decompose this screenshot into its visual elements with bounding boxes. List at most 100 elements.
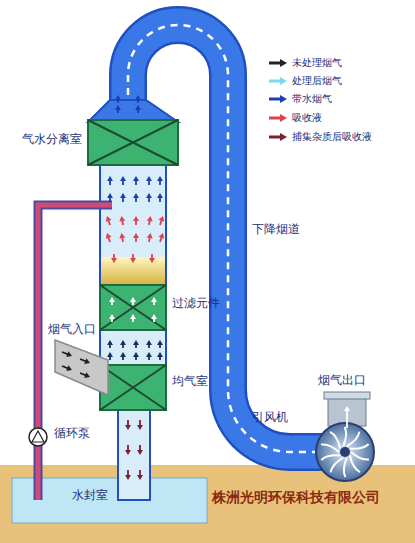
flow-arrow [346,409,348,428]
flow-arrows [62,95,350,480]
filter-element [100,285,166,330]
flow-arrowhead [130,297,136,302]
flow-arrowhead [120,193,126,198]
tower-top-cone [88,100,178,122]
flow-arrowhead [125,425,131,430]
flow-arrowhead [133,176,139,181]
tower-body [100,165,166,410]
flow-arrowhead [120,340,126,345]
flow-arrowhead [120,352,126,357]
flow-arrowhead [119,216,125,221]
flow-arrowhead [137,450,143,455]
flow-arrowhead [151,314,157,319]
flow-arrowhead [157,352,163,357]
flow-arrowhead [157,176,163,181]
flow-arrowhead [109,297,115,302]
fan-blade [351,452,369,460]
fan-blade [350,456,360,472]
flow-arrowhead [133,193,139,198]
flow-arrowhead [106,233,112,239]
flow-arrowhead [107,340,113,345]
separator-cross [88,120,178,165]
part-label: 循环泵 [54,426,90,440]
flow-arrowhead [119,233,125,238]
pump-symbol [32,431,44,442]
fan-blade [350,444,369,449]
fan-blades [321,427,369,477]
legend-arrow [268,58,288,68]
part-label: 水封室 [72,488,108,502]
fan-blade [344,458,347,477]
flow-arrowhead [133,340,139,345]
legend-text: 捕集杂质后吸收液 [292,130,372,144]
part-label: 引风机 [252,410,288,424]
legend-text: 带水烟气 [292,92,332,106]
circulation-pump [29,428,47,446]
flow-arrowhead [146,193,152,198]
flow-arrowhead [66,351,72,357]
flow-arrowhead [151,297,157,302]
legend-text: 处理后烟气 [292,74,342,88]
flue-gas-inlet-duct [55,340,108,395]
flow-arrowhead [107,193,113,198]
flow-arrowhead [130,314,136,319]
flow-arrowhead [125,450,131,455]
part-label: 气水分离室 [22,132,82,146]
flow-arrowhead [120,176,126,181]
flow-arrowhead [137,425,143,430]
flow-arrowhead [84,358,90,364]
flow-arrowhead [115,95,121,100]
flow-arrowhead [109,314,115,319]
part-label: 过滤元件 [172,296,220,310]
flow-arrowhead [130,258,136,263]
flow-arrowhead [135,105,141,110]
company-name: 株洲光明环保科技有限公司 [212,489,380,506]
flow-arrowhead [84,372,90,378]
legend-text: 吸收液 [292,111,322,125]
legend-arrow [268,132,288,142]
legend-arrow [268,76,288,86]
flow-arrowhead [133,233,139,238]
circulation-pipe [38,205,112,500]
flow-arrowhead [157,193,163,198]
flow-arrowhead [107,352,113,357]
part-label: 均气室 [172,374,208,388]
flow-arrowhead [115,105,121,110]
legend-entry: 吸收液 [268,111,322,125]
circulation-pipe-border [38,205,112,500]
part-label: 下降烟道 [252,222,300,236]
legend-text: 未处理烟气 [292,56,342,70]
flow-arrowhead [344,406,350,411]
flow-arrowhead [107,176,113,181]
flow-arrowhead [146,352,152,357]
lower-column [118,408,150,500]
flow-arrowhead [157,340,163,345]
legend-arrow [268,113,288,123]
part-label: 烟气入口 [48,322,96,336]
flow-arrowhead [125,475,131,480]
fan-blade [330,432,340,448]
flow-arrowhead [133,352,139,357]
flow-arrowhead [106,216,112,222]
flow-arrowhead [147,216,153,221]
fan-blade [347,432,360,447]
legend-entry: 处理后烟气 [268,74,342,88]
flow-arrowhead [146,176,152,181]
flow-arrowhead [146,340,152,345]
flow-arrowhead [147,233,153,238]
fan-hub [340,447,350,457]
legend-entry: 带水烟气 [268,92,332,106]
distribution-cross [100,365,166,410]
outlet-stack-cap [324,392,370,399]
flow-arrowhead [66,365,72,371]
flow-arrowhead [159,216,165,222]
legend-entry: 捕集杂质后吸收液 [268,130,372,144]
flow-arrowhead [149,258,155,263]
legend-entry: 未处理烟气 [268,56,342,70]
flow-arrowhead [111,258,117,263]
flow-arrowhead [133,216,139,221]
part-label: 烟气出口 [318,373,366,387]
gas-distribution-box [100,365,166,410]
gas-water-separator [88,120,178,165]
